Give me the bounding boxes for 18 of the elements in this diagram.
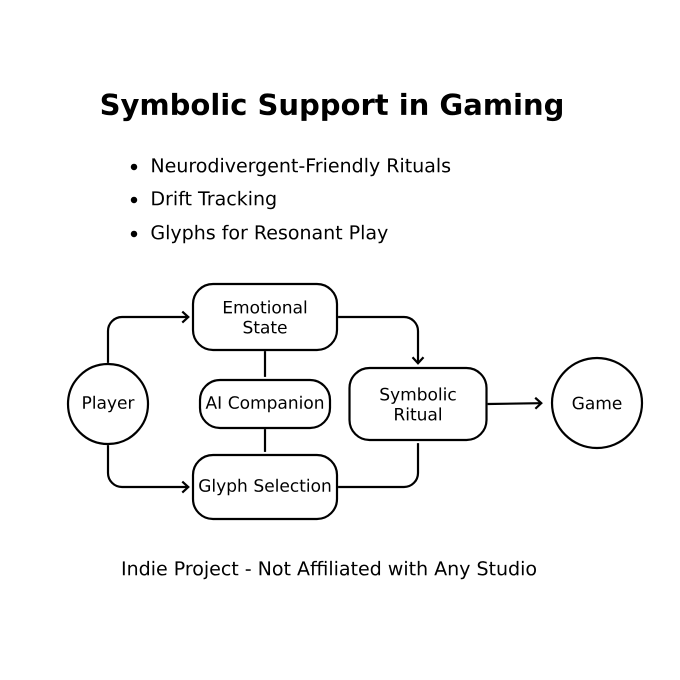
- circle-node: Player: [66, 362, 150, 446]
- rounded-box: AI Companion: [198, 378, 332, 430]
- rounded-box: Symbolic Ritual: [348, 366, 488, 442]
- connector-line: [338, 443, 420, 488]
- connector-line: [264, 429, 266, 452]
- arrow: [106, 310, 190, 363]
- bullet-item: Drift Tracking: [130, 190, 276, 210]
- caption: Indie Project - Not Affiliated with Any Studio: [122, 560, 536, 580]
- connector-line: [264, 351, 266, 377]
- bullet-item: Neurodivergent-Friendly Rituals: [130, 158, 450, 176]
- arrow: [106, 445, 190, 494]
- circle-node: Game: [550, 356, 644, 450]
- bullet-item: Glyphs for Resonant Play: [130, 224, 388, 244]
- rounded-box: Glyph Selection: [192, 454, 338, 520]
- rounded-box: Emotional State: [192, 282, 338, 352]
- title: Symbolic Support in Gaming: [102, 92, 562, 122]
- arrow: [488, 396, 543, 410]
- arrow: [338, 316, 424, 365]
